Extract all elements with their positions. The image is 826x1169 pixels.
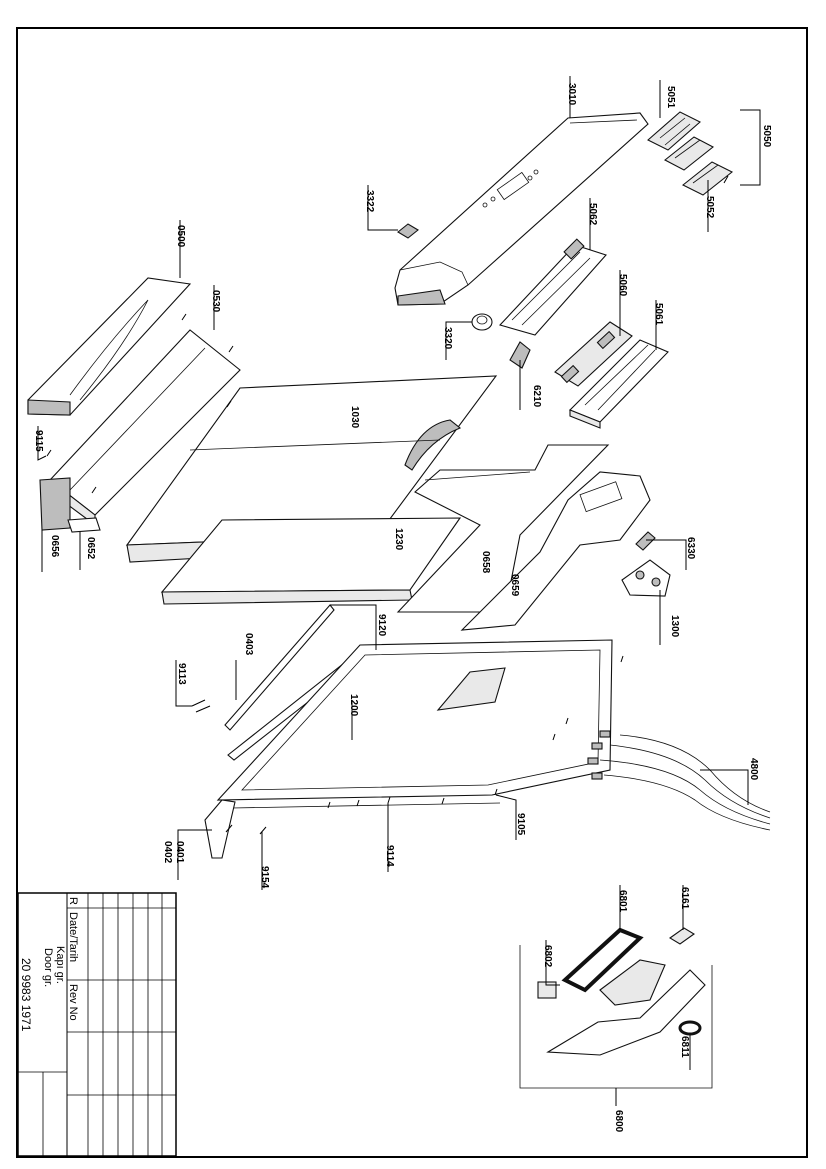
part-1300-hinge [621, 559, 671, 597]
label-6802: 6802 [542, 945, 553, 968]
label-5062: 5062 [587, 203, 598, 226]
title-block-title-tr: Kapı gr. [54, 946, 66, 984]
label-6330: 6330 [685, 537, 696, 560]
label-1200: 1200 [348, 694, 359, 717]
label-3320: 3320 [442, 327, 453, 350]
label-6210: 6210 [531, 385, 542, 408]
part-0659-insulation [460, 471, 651, 631]
part-5051-board [647, 111, 701, 151]
title-block-rev-header: Rev No [67, 984, 79, 1021]
part-6210-switch [509, 341, 531, 369]
label-0656: 0656 [49, 535, 60, 558]
part-6811-ring [678, 1020, 702, 1036]
part-0652-strip [67, 517, 101, 533]
label-0659: 0659 [509, 574, 520, 597]
part-3322-knob [397, 223, 419, 239]
part-1200-inner-door [216, 639, 613, 809]
label-5060: 5060 [617, 274, 628, 297]
part-0658-insulation [396, 444, 610, 613]
part-0401-hinge-bracket [204, 799, 236, 859]
label-6801: 6801 [617, 890, 628, 913]
title-block-r-header: R [67, 897, 79, 905]
part-6801-gasket [561, 927, 644, 993]
label-5050: 5050 [761, 125, 772, 148]
part-1230-inner-panel [160, 517, 462, 605]
title-block-date-header: Date/Tarih [67, 912, 79, 962]
part-5052-board [681, 161, 734, 196]
label-6800: 6800 [613, 1110, 624, 1133]
label-0500: 0500 [175, 225, 186, 248]
title-block: R Date/Tarih Rev No Kapı gr. Door gr. 20… [17, 892, 177, 1157]
label-0403: 0403 [243, 633, 254, 656]
sheet-border [16, 27, 808, 1158]
label-6161: 6161 [679, 887, 690, 910]
label-3322: 3322 [364, 190, 375, 213]
label-1230: 1230 [393, 528, 404, 551]
label-0652: 0652 [85, 537, 96, 560]
part-6802-switch [537, 981, 557, 999]
label-0401: 0401 [174, 841, 185, 864]
label-9115: 9115 [33, 430, 44, 452]
label-5052: 5052 [704, 196, 715, 219]
part-5062-display-holder [498, 238, 607, 336]
label-0402: 0402 [162, 841, 173, 864]
label-5061: 5061 [653, 303, 664, 326]
screw-symbols [46, 175, 729, 835]
label-9120: 9120 [376, 614, 387, 637]
label-9114: 9114 [384, 845, 395, 867]
part-0500-handle [27, 277, 192, 416]
part-5061-housing [569, 339, 669, 429]
part-4800-cable-harness [587, 730, 771, 831]
label-9105: 9105 [515, 813, 526, 836]
label-9113: 9113 [176, 663, 187, 685]
label-1030: 1030 [349, 406, 360, 429]
part-9120-rail [224, 604, 335, 731]
part-6330-clip [635, 531, 656, 551]
label-4800: 4800 [748, 758, 759, 781]
part-5060-board [554, 321, 633, 387]
part-3010-control-panel [394, 112, 649, 306]
label-9154: 9154 [259, 866, 270, 889]
label-0658: 0658 [480, 551, 491, 574]
part-6161-spring [668, 927, 696, 945]
label-6811: 6811 [679, 1036, 690, 1058]
part-labels: 3010 5051 5050 5052 3322 5062 0500 0530 … [33, 83, 772, 1133]
part-5050-board [663, 136, 715, 171]
part-0656-insulation [39, 477, 71, 531]
label-3010: 3010 [566, 83, 577, 106]
part-3320-knob [471, 313, 493, 331]
label-1300: 1300 [669, 615, 680, 638]
leader-lines [37, 76, 761, 1106]
part-9113-screws [191, 699, 211, 713]
title-block-drawing-number: 20 9983 1971 [19, 958, 33, 1032]
label-5051: 5051 [665, 86, 676, 109]
label-0530: 0530 [210, 290, 221, 313]
title-block-title-en: Door gr. [42, 948, 54, 987]
